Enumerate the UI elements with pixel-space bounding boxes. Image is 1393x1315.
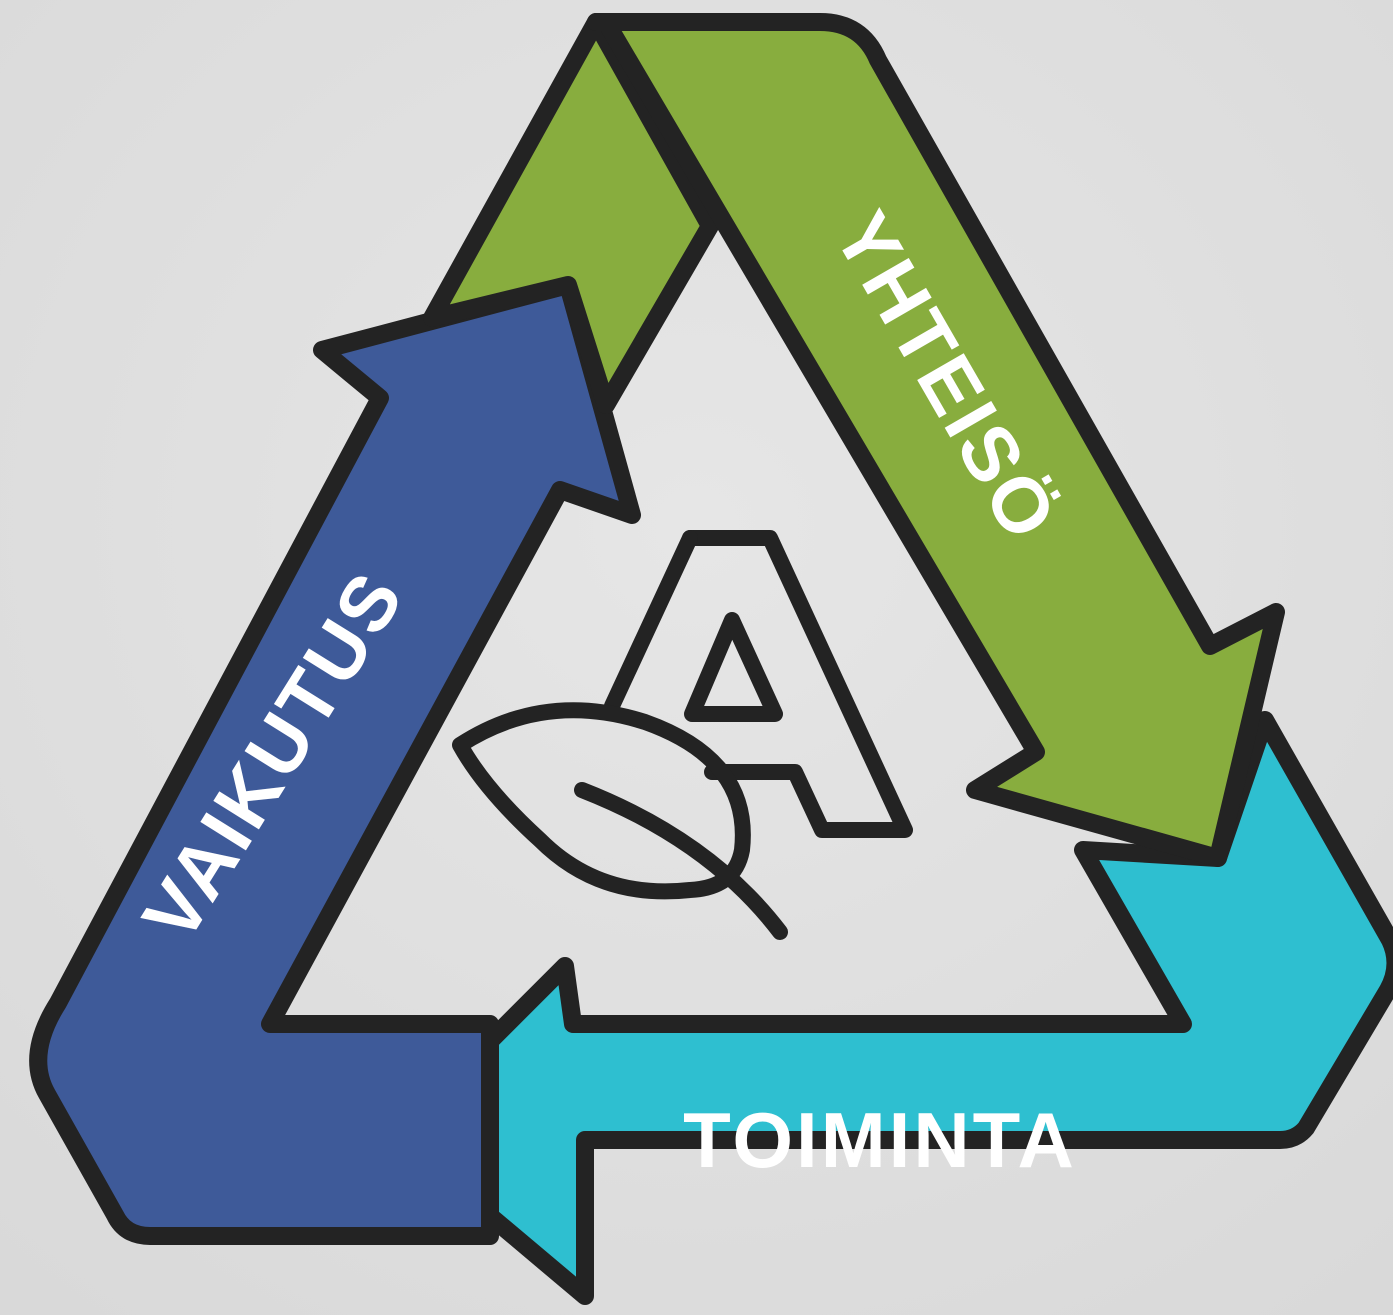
arrow-toiminta: TOIMINTA (386, 711, 1393, 1305)
center-logo (452, 530, 913, 940)
arrow-yhteiso-tail (423, 13, 719, 414)
arrow-yhteiso-body (587, 13, 1285, 867)
leaf-stem (574, 782, 788, 940)
arrow-yhteiso: YHTEISÖ (423, 13, 1285, 867)
letter-a-icon (682, 530, 913, 838)
letter-a-left-leg (604, 530, 698, 714)
arrow-toiminta-body (386, 711, 1393, 1305)
leaf-icon (452, 702, 788, 940)
arrow-toiminta-label: TOIMINTA (683, 1096, 1077, 1184)
arrow-vaikutus-body (29, 276, 641, 1245)
